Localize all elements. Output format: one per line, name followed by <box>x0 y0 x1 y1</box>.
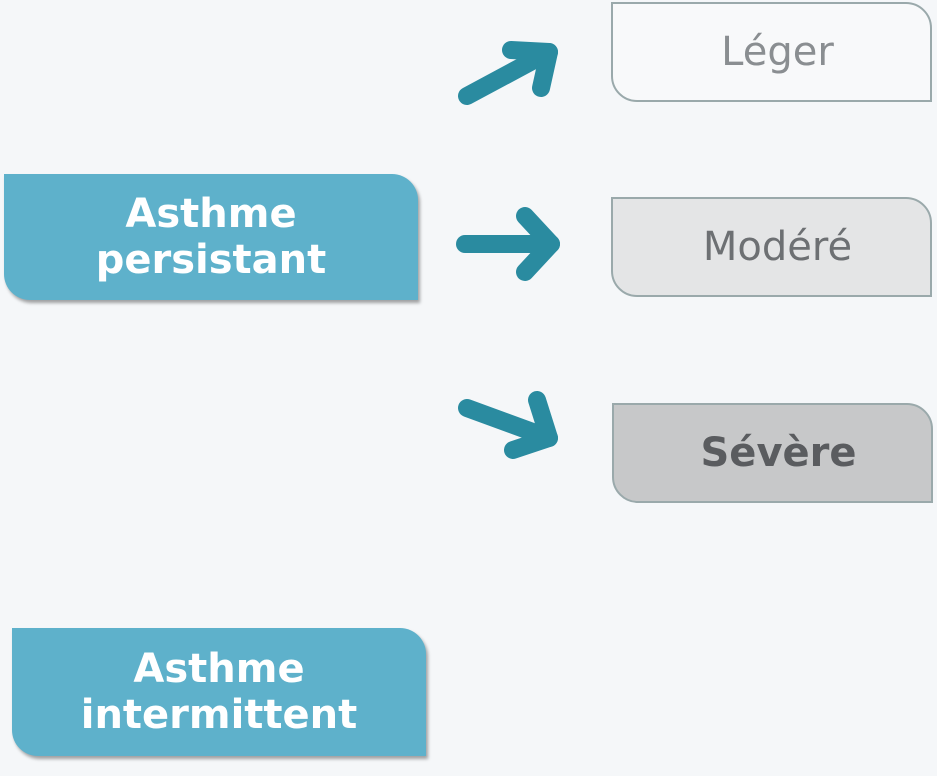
arrow-to-severe <box>458 391 558 459</box>
intermittent-asthma-label-line2: intermittent <box>80 692 358 738</box>
persistent-asthma-node: Asthme persistant <box>4 174 418 300</box>
level-severe-box: Sévère <box>612 403 933 503</box>
level-modere-box: Modéré <box>611 197 932 297</box>
level-leger-box: Léger <box>611 2 932 102</box>
persistent-asthma-label-line2: persistant <box>95 237 327 283</box>
intermittent-asthma-label-line1: Asthme <box>133 646 305 692</box>
arrow-to-modere <box>456 207 560 281</box>
level-severe-label: Sévère <box>700 430 857 476</box>
arrow-to-leger <box>458 41 558 105</box>
level-modere-label: Modéré <box>702 224 853 270</box>
persistent-asthma-label-line1: Asthme <box>125 191 297 237</box>
intermittent-asthma-node: Asthme intermittent <box>12 628 426 756</box>
level-leger-label: Léger <box>721 29 834 75</box>
